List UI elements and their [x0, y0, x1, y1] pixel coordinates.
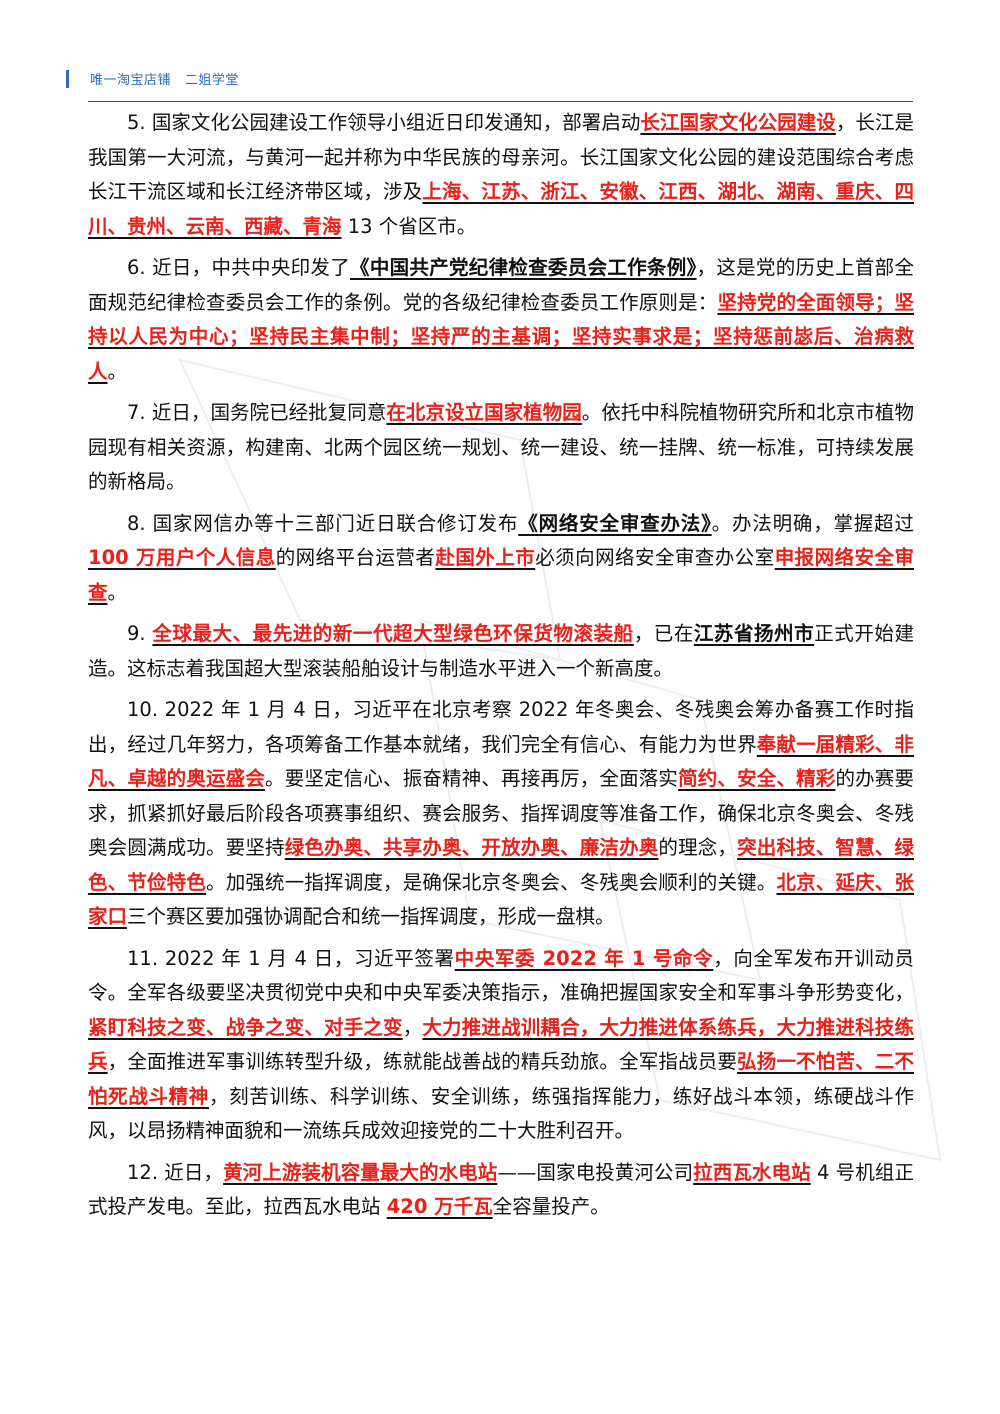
news-paragraph: 6. 近日，中共中央印发了《中国共产党纪律检查委员会工作条例》，这是党的历史上首… [88, 251, 914, 389]
news-paragraph: 9. 全球最大、最先进的新一代超大型绿色环保货物滚装船，已在江苏省扬州市正式开始… [88, 617, 914, 686]
key-point-highlight: 简约、安全、精彩 [678, 767, 836, 790]
body-text: 的理念， [658, 836, 738, 859]
key-point-highlight: 黄河上游装机容量最大的水电站 [223, 1160, 498, 1184]
body-text: 12. 近日， [127, 1160, 224, 1184]
key-point-highlight: 在北京设立国家植物园 [386, 401, 582, 424]
key-point-highlight: 申报网络安全审查 [88, 546, 914, 604]
body-text: ，刻苦训练、科学训练、安全训练，练强指挥能力，练好战斗本领，练硬战斗作风，以昂扬… [88, 1084, 914, 1143]
header-store-label: 唯一淘宝店铺 二姐学堂 [90, 73, 239, 88]
key-point-highlight: 长江国家文化公园建设 [640, 111, 836, 134]
bold-emphasis: 《中国共产党纪律检查委员会工作条例》 [350, 256, 697, 279]
news-paragraph: 8. 国家网信办等十三部门近日联合修订发布《网络安全审查办法》。办法明确，掌握超… [88, 507, 914, 611]
body-text: 5. 国家文化公园建设工作领导小组近日印发通知，部署启动 [127, 111, 641, 134]
header-divider [88, 101, 913, 102]
body-text: 8. 国家网信办等十三部门近日联合修订发布 [127, 511, 519, 535]
body-text: ，全面推进军事训练转型升级，练就能战善战的精兵劲旅。全军指战员要 [107, 1050, 738, 1073]
body-text: 必须向网络安全审查办公室 [535, 546, 775, 569]
key-point-highlight: 420 万千瓦 [386, 1195, 493, 1218]
key-point-highlight: 赴国外上市 [435, 546, 536, 569]
key-point-highlight: 绿色办奥、共享办奥、开放办奥、廉洁办奥 [284, 836, 659, 859]
key-point-highlight: 全球最大、最先进的新一代超大型绿色环保货物滚装船 [152, 622, 634, 645]
body-text: ，已在 [633, 622, 694, 645]
body-text: 。 [107, 359, 128, 383]
key-point-highlight: 坚持党的全面领导；坚持以人民为中心；坚持民主集中制；坚持严的主基调；坚持实事求是… [88, 290, 914, 383]
news-paragraph: 11. 2022 年 1 月 4 日，习近平签署中央军委 2022 年 1 号命… [88, 942, 914, 1149]
key-point-highlight: 上海、江苏、浙江、安徽、江西、湖北、湖南、重庆、四川、贵州、云南、西藏、青海 [88, 180, 914, 238]
news-paragraph: 5. 国家文化公园建设工作领导小组近日印发通知，部署启动长江国家文化公园建设，长… [88, 106, 914, 244]
body-text: 的办赛要求，抓紧抓好最后阶段各项赛事组织、赛会服务、指挥调度等准备工作，确保北京… [88, 767, 914, 859]
body-text: 10. 2022 年 1 月 4 日，习近平在北京考察 2022 年冬奥会、冬残… [88, 698, 914, 756]
key-point-highlight: 大力推进战训耦合，大力推进体系练兵，大力推进科技练兵 [88, 1015, 914, 1074]
key-point-highlight: 拉西瓦水电站 [693, 1160, 811, 1184]
body-text: ——国家电投黄河公司 [497, 1160, 694, 1184]
body-text: 全容量投产。 [492, 1195, 610, 1218]
key-point-highlight: 弘扬一不怕苦、二不怕死战斗精神 [88, 1050, 914, 1108]
key-point-highlight: 北京、延庆、张家口 [88, 870, 914, 929]
key-point-highlight: 中央军委 2022 年 1 号命令 [454, 946, 714, 970]
body-text: ，这是党的历史上首部全面规范纪律检查委员会工作的条例。党的各级纪律检查委员工作原… [88, 256, 914, 314]
body-text: 。依托中科院植物研究所和北京市植物园现有相关资源，构建南、北两个园区统一规划、统… [88, 401, 914, 493]
body-text: 。办法明确，掌握超过 [711, 511, 914, 535]
body-text: ，向全军发布开训动员令。全军各级要坚决贯彻党中央和中央军委决策指示，准确把握国家… [88, 946, 914, 1005]
body-text: 13 个省区市。 [341, 214, 477, 238]
key-point-highlight: 100 万用户个人信息 [88, 546, 276, 569]
body-text: 7. 近日，国务院已经批复同意 [127, 401, 387, 424]
bold-emphasis: 江苏省扬州市 [693, 622, 815, 645]
body-text: 的网络平台运营者 [275, 546, 436, 569]
body-text: 。加强统一指挥调度，是确保北京冬奥会、冬残奥会顺利的关键。 [206, 870, 777, 894]
key-point-highlight: 突出科技、智慧、绿色、节俭特色 [88, 836, 914, 894]
body-text: ， [402, 1015, 423, 1039]
body-text: 9. [127, 622, 153, 645]
body-text: 正式开始建造。这标志着我国超大型滚装船舶设计与制造水平进入一个新高度。 [88, 622, 914, 680]
body-text: ，长江是我国第一大河流，与黄河一起并称为中华民族的母亲河。长江国家文化公园的建设… [88, 111, 914, 203]
news-paragraph: 12. 近日，黄河上游装机容量最大的水电站——国家电投黄河公司拉西瓦水电站 4 … [88, 1156, 914, 1225]
key-point-highlight: 紧盯科技之变、战争之变、对手之变 [88, 1015, 403, 1039]
header-accent-bar [66, 70, 69, 88]
news-paragraph: 10. 2022 年 1 月 4 日，习近平在北京考察 2022 年冬奥会、冬残… [88, 693, 914, 935]
document-body: 5. 国家文化公园建设工作领导小组近日印发通知，部署启动长江国家文化公园建设，长… [88, 106, 914, 1232]
body-text: 4 号机组正式投产发电。至此，拉西瓦水电站 [88, 1160, 914, 1219]
body-text: 。 [107, 580, 128, 604]
body-text: 11. 2022 年 1 月 4 日，习近平签署 [127, 946, 455, 970]
body-text: 6. 近日，中共中央印发了 [127, 256, 351, 279]
news-paragraph: 7. 近日，国务院已经批复同意在北京设立国家植物园。依托中科院植物研究所和北京市… [88, 396, 914, 500]
body-text: 。要坚定信心、振奋精神、再接再厉，全面落实 [265, 767, 679, 790]
key-point-highlight: 奉献一届精彩、非凡、卓越的奥运盛会 [88, 732, 914, 791]
bold-emphasis: 《网络安全审查办法》 [518, 511, 712, 535]
body-text: 三个赛区要加强协调配合和统一指挥调度，形成一盘棋。 [127, 905, 615, 928]
